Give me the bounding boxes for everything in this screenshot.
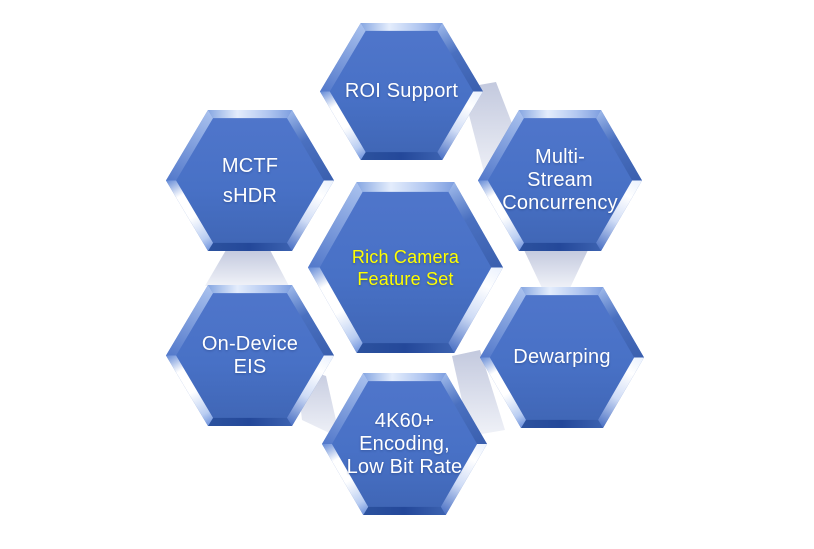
hexagon-shape <box>480 287 644 428</box>
hexagon-roi-support: ROI Support <box>320 23 483 160</box>
connector-mctf-ondevice <box>205 250 289 286</box>
hexagon-rich-camera-feature-set: Rich Camera Feature Set <box>308 182 503 353</box>
hexagon-shape <box>166 285 334 426</box>
hexagon-shape <box>322 373 487 515</box>
hexagon-dewarping: Dewarping <box>480 287 644 428</box>
connector-multistream-dewarping <box>524 250 588 288</box>
hexagon-4k60-encoding: 4K60+ Encoding, Low Bit Rate <box>322 373 487 515</box>
hexagon-on-device-eis: On-Device EIS <box>166 285 334 426</box>
hexagon-shape <box>308 182 503 353</box>
hexagon-shape <box>320 23 483 160</box>
